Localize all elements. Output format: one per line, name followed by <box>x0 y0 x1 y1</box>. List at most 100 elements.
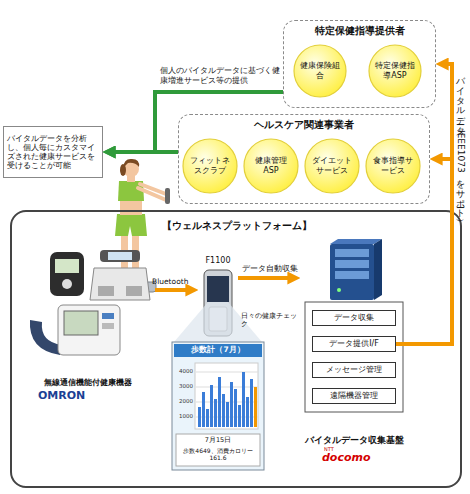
bar <box>202 392 205 427</box>
text-label: 3000 <box>172 383 193 390</box>
service-circle: 特定保健指導ASP <box>368 44 422 98</box>
node-text: データ収集 <box>334 313 374 323</box>
text-label: 7月15日 <box>178 437 258 445</box>
text-label: 2000 <box>172 398 193 405</box>
edge-label: データ自動収集 <box>242 264 302 274</box>
scale-base <box>90 268 150 300</box>
node-text: 特定保健指導提供者 <box>315 25 405 36</box>
bar <box>230 382 233 427</box>
text-label: 日々の健康チェック <box>241 312 303 329</box>
pedometer-button <box>62 279 72 289</box>
node-text: バイタルデータ収集基盤 <box>305 435 404 445</box>
scale-electrode <box>98 286 114 296</box>
connector-arrow <box>396 64 452 344</box>
server-illustration <box>330 239 382 300</box>
text-label: 歩数計（7月） <box>174 345 262 354</box>
bp-display <box>64 311 98 335</box>
arm <box>138 188 166 200</box>
node-text: 健康管理ASP <box>247 156 294 175</box>
function-box: メッセージ管理 <box>312 362 396 378</box>
group-box: ヘルスケア関連事業者フィットネスクラブ健康管理ASPダイエットサービス食事指導サ… <box>178 114 430 204</box>
node-text: 特定保健指導ASP <box>372 61 417 80</box>
bp-cuff <box>30 320 62 355</box>
chart-plot <box>195 363 258 429</box>
circle-shape <box>366 139 420 193</box>
grid-line <box>196 372 258 373</box>
circle-shape <box>305 139 359 193</box>
text-label: docomo <box>322 451 382 464</box>
blood-pressure-device <box>30 305 120 355</box>
node-text: データ提供I/F <box>329 339 379 349</box>
node-text: 【ウェルネスプラットフォーム】 <box>162 220 312 232</box>
function-box: データ提供I/F <box>312 336 396 352</box>
chart-header <box>174 344 262 357</box>
info-box <box>176 434 260 466</box>
bar <box>242 372 245 427</box>
node-text: F1100 <box>206 256 231 266</box>
connector-arrow <box>113 150 178 154</box>
device-group: F1100 <box>198 256 238 338</box>
node-text: メッセージ管理 <box>326 365 382 375</box>
node-text: 無線通信機能付健康機器 <box>44 378 132 388</box>
bar <box>210 385 213 427</box>
scale-screen <box>108 252 132 260</box>
service-circle: ダイエットサービス <box>304 138 360 194</box>
bar <box>218 377 221 427</box>
bar <box>250 379 253 427</box>
waist <box>120 200 142 215</box>
group-box: 特定保健指導提供者健康保険組合 特定保健指導ASP <box>283 20 436 108</box>
text-label: 4000 <box>172 368 193 375</box>
service-circle: 健康保険組合 <box>293 44 347 98</box>
bar <box>206 409 209 427</box>
device-group: 無線通信機能付健康機器 <box>20 245 155 388</box>
scale-electrode <box>126 286 142 296</box>
service-circle: 健康管理ASP <box>243 138 299 194</box>
pedometer-screen <box>55 259 79 273</box>
ponytail <box>120 164 126 176</box>
function-box: データ収集 <box>312 310 396 326</box>
connector-arrow <box>113 92 283 152</box>
platform-frame <box>305 302 403 412</box>
bp-button <box>102 313 114 319</box>
scale-handle <box>100 250 140 262</box>
zoom-pointer <box>174 302 262 342</box>
bar <box>214 399 217 427</box>
bar <box>226 402 229 427</box>
edge-label: バイタルデータ（IEEE1073をサポート） <box>455 70 466 213</box>
text-label: OMRON <box>38 389 118 402</box>
circle-shape <box>244 139 298 193</box>
step-chart <box>172 342 264 470</box>
grid-line <box>196 387 258 388</box>
text-label: 歩数4649、消費カロリー161.6 <box>177 447 259 461</box>
bar <box>198 407 201 427</box>
node-text: ヘルスケア関連事業者 <box>254 119 354 130</box>
callout-box: バイタルデータを分析し、個人毎にカスタマイズされた健康サービスを受けることが可能 <box>3 126 103 178</box>
node-text: 遠隔機器管理 <box>330 391 378 401</box>
text-label: 1000 <box>172 413 193 420</box>
bar <box>234 389 237 427</box>
bar <box>246 397 249 427</box>
phone-screen <box>207 276 229 302</box>
expander-grip <box>165 188 170 204</box>
device-group: バイタルデータ収集基盤データ収集データ提供I/F メッセージ管理遠隔機器管理 <box>300 240 408 445</box>
node-text: 健康保険組合 <box>297 61 342 80</box>
bar <box>254 387 257 427</box>
function-box: 遠隔機器管理 <box>312 388 396 404</box>
server-panel <box>335 249 369 257</box>
chart-frame <box>172 342 264 470</box>
circle-shape <box>183 139 237 193</box>
bar <box>238 405 241 427</box>
server-top <box>330 239 382 244</box>
server-light <box>337 288 341 292</box>
edge-label: 個人のバイタルデータに基づく健康増進サービス等の提供 <box>160 66 280 85</box>
circle-shape <box>369 45 421 97</box>
server-panel <box>335 260 369 268</box>
bp-body <box>58 305 120 355</box>
edge-label: Bluetooth <box>152 277 200 286</box>
node-text: 食事指導サービス <box>369 156 416 175</box>
service-circle: 食事指導サービス <box>365 138 421 194</box>
server-side <box>374 239 382 300</box>
node-text: ダイエットサービス <box>308 156 355 175</box>
server-front <box>330 244 374 300</box>
